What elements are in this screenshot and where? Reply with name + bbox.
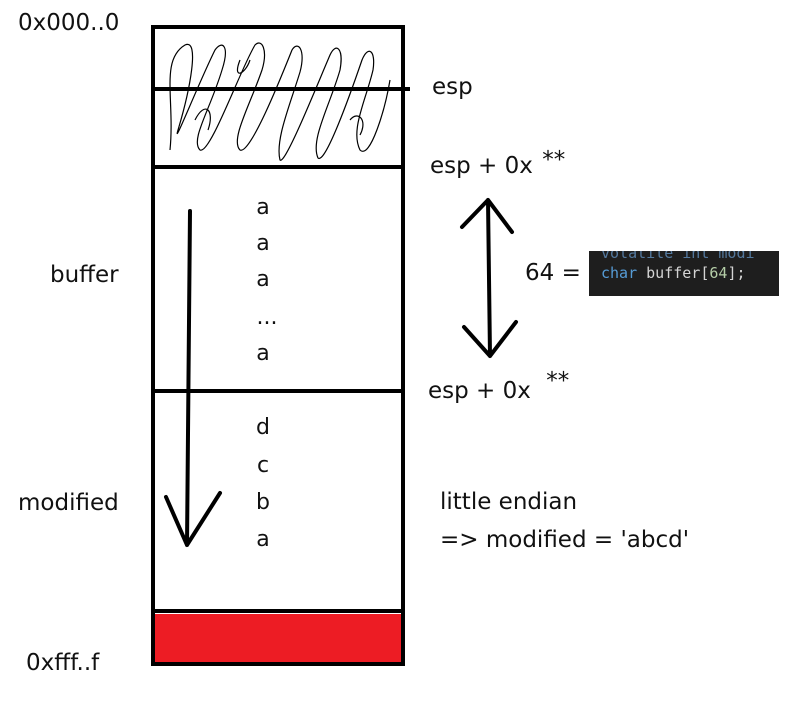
stack-outline bbox=[151, 25, 405, 666]
bottom-block bbox=[155, 614, 401, 662]
code-keyword: char bbox=[601, 264, 638, 282]
esp-label: esp bbox=[432, 74, 473, 100]
code-identifier: buffer bbox=[646, 264, 701, 282]
code-open-bracket: [ bbox=[700, 264, 710, 282]
endian-note-line1: little endian bbox=[440, 489, 578, 515]
code-close-bracket: ]; bbox=[727, 264, 746, 282]
modified-label: modified bbox=[18, 490, 119, 516]
scribble-region bbox=[169, 42, 391, 161]
code-declaration: char buffer[64]; bbox=[601, 264, 746, 282]
esp-offset-bottom-stars: ** bbox=[546, 368, 570, 394]
buffer-byte: a bbox=[256, 267, 270, 292]
buffer-byte: a bbox=[256, 231, 270, 256]
code-number: 64 bbox=[709, 264, 728, 282]
modified-byte: d bbox=[256, 415, 270, 440]
modified-byte: c bbox=[256, 453, 270, 478]
size-arrow bbox=[460, 198, 518, 358]
buffer-byte: a bbox=[256, 341, 270, 366]
esp-offset-top-stars: ** bbox=[542, 147, 566, 173]
esp-offset-top-text: esp + 0x bbox=[430, 153, 533, 179]
esp-offset-bottom-label: esp + 0x ** bbox=[428, 370, 569, 404]
write-direction-arrow bbox=[164, 209, 222, 547]
address-top-label: 0x000..0 bbox=[18, 10, 120, 36]
size-label: 64 = bbox=[525, 260, 581, 286]
buffer-label: buffer bbox=[50, 262, 119, 288]
esp-offset-bottom-text: esp + 0x bbox=[428, 378, 531, 404]
endian-note-line2: => modified = 'abcd' bbox=[440, 527, 690, 553]
code-snippet: volatile int modi char buffer[64]; bbox=[589, 251, 779, 296]
buffer-ellipsis: ... bbox=[256, 305, 278, 330]
code-ghost-line: volatile int modi bbox=[601, 251, 755, 262]
modified-byte: b bbox=[256, 490, 270, 515]
address-bottom-label: 0xfff..f bbox=[26, 650, 100, 676]
esp-offset-top-label: esp + 0x ** bbox=[430, 149, 565, 179]
buffer-byte: a bbox=[256, 195, 270, 220]
modified-byte: a bbox=[256, 527, 270, 552]
